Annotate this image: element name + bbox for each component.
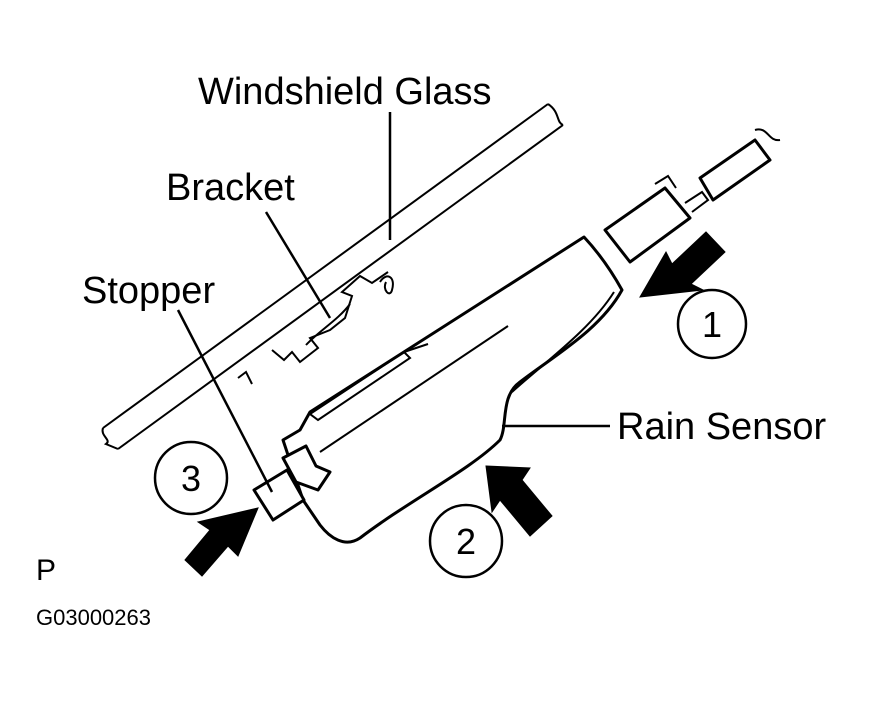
label-bracket: Bracket [166,167,295,209]
label-stopper: Stopper [82,270,215,312]
step-circle-2 [428,503,504,579]
leader-bracket [264,211,332,319]
step-circle-3 [153,440,229,516]
push-arrow-3 [184,507,259,577]
connector [603,128,781,264]
label-windshield-glass: Windshield Glass [198,71,492,113]
rain-sensor [281,235,624,544]
step-number-2: 2 [456,521,476,562]
windshield-glass [101,103,564,450]
leader-stopper [176,309,274,493]
push-arrow-1 [639,231,726,298]
step-circle-1 [676,288,748,360]
step-number-1: 1 [702,304,722,345]
figure-code: G03000263 [36,605,151,630]
push-arrow-2 [485,465,553,537]
bracket [237,271,394,385]
label-rain-sensor: Rain Sensor [617,406,826,448]
footer-letter: P [36,554,56,587]
step-number-3: 3 [181,458,201,499]
